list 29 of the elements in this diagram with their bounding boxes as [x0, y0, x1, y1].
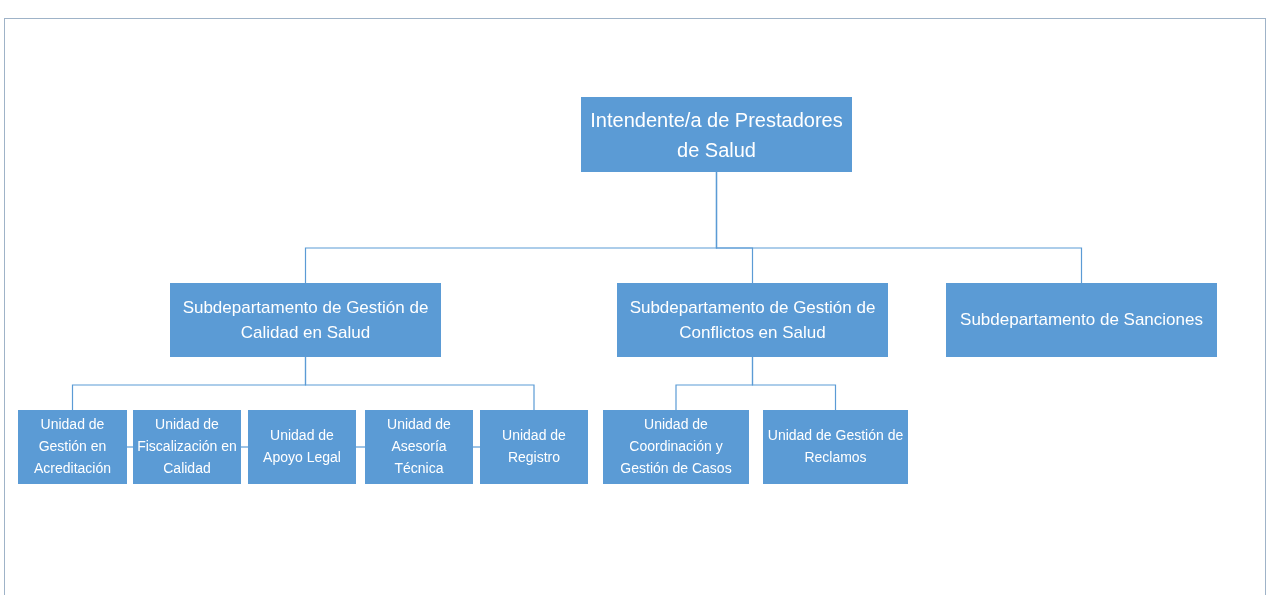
connector-line [751, 356, 837, 411]
org-box [365, 410, 473, 484]
box-label: Unidad de Fiscalización en Calidad [137, 415, 237, 478]
box-label: Unidad de Coordinación y Gestión de Casos [619, 415, 733, 478]
org-box [480, 410, 588, 484]
box-label: Subdepartamento de Sanciones [960, 309, 1203, 332]
org-box [581, 97, 852, 172]
box-label: Intendente/a de Prestadores de Salud [589, 107, 844, 163]
org-box [133, 410, 241, 484]
connector-line [240, 446, 249, 448]
connector-line [715, 171, 1083, 284]
box-label: Unidad de Registro [501, 426, 567, 467]
org-box [248, 410, 356, 484]
org-box [946, 283, 1217, 357]
org-box [170, 283, 441, 357]
connector-line [126, 446, 134, 448]
org-box [18, 410, 127, 484]
connector-line [355, 446, 366, 448]
connector-line [304, 356, 535, 411]
box-label: Unidad de Apoyo Legal [262, 426, 342, 467]
box-label: Subdepartamento de Gestión de Conflictos en Salud [628, 296, 877, 344]
box-label: Unidad de Gestión de Reclamos [767, 426, 904, 467]
box-label: Unidad de Gestión en Acreditación [32, 415, 112, 478]
box-label: Subdepartamento de Gestión de Calidad en Salud [181, 296, 430, 344]
box-label: Unidad de Asesoría Técnica [386, 415, 452, 478]
org-box [763, 410, 908, 484]
connector-line [472, 446, 481, 448]
org-box [603, 410, 749, 484]
org-box [617, 283, 888, 357]
